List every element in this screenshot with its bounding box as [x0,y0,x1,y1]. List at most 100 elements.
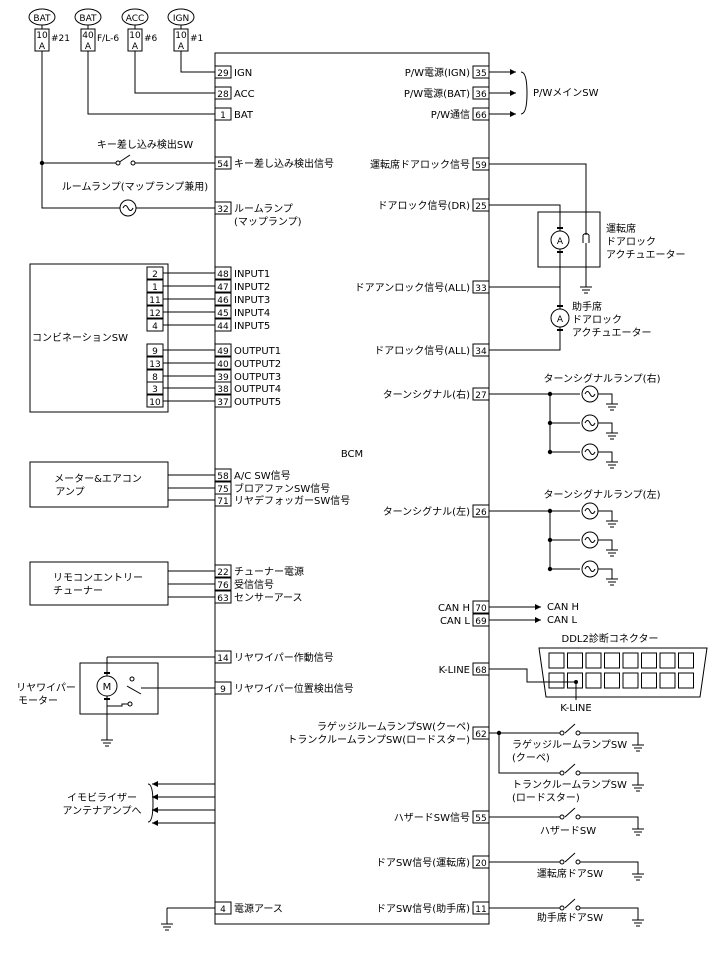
comb-sw-input-terminal: 2 [146,266,215,280]
switch-row [489,852,644,881]
bcm-right-pins: 35P/W電源(IGN)36P/W電源(BAT)66P/W通信59運転席ドアロッ… [287,65,490,915]
pin-name: BAT [234,110,254,121]
pin-number: 46 [217,296,229,306]
pin-name: CAN H [438,603,470,614]
svg-text:A: A [132,42,139,52]
comb-sw-output-terminal: 13 [146,356,215,370]
pin-name: INPUT4 [234,308,270,319]
pin-name: ラゲッジルームランプSW(クーペ) [317,721,470,733]
pin-name: P/W通信 [431,109,470,121]
trunk-sw-label-1: トランクルームランプSW [512,779,627,791]
svg-text:1: 1 [152,283,158,293]
svg-text:12: 12 [149,309,160,319]
comb-sw-input-terminal: 1 [146,279,215,293]
pin-name: 受信信号 [234,579,274,591]
svg-text:8: 8 [152,373,158,383]
power-source-bat-21: BAT 10 A #21 [28,8,70,52]
bcm-pin-25: 25 ドアロック信号(DR) [378,198,490,212]
immobilizer-label-1: イモビライザー [67,792,137,804]
bcm-label: BCM [341,449,363,460]
turn-lamp-left-label: ターンシグナルランプ(左) [543,488,660,501]
turn-lamp-bulb [547,443,618,469]
pin-number: 25 [475,202,486,212]
pin-name: ドアロック信号(ALL) [374,345,470,357]
pin-name: OUTPUT4 [234,384,281,395]
remote-tuner-label-1: リモコンエントリー [53,573,143,584]
pin-number: 49 [217,347,229,357]
pin-number: 63 [217,594,228,604]
comb-sw-output-terminal: 9 [146,343,215,357]
bcm-ground [161,907,215,931]
svg-text:10: 10 [129,31,141,41]
pin-number: 1 [220,111,226,121]
pin-name: A/C SW信号 [234,470,291,482]
switch-row [489,807,644,836]
bcm-pin-22: 22 チューナー電源 [214,564,304,578]
pin-number: 37 [217,398,228,408]
pin-number: 11 [475,905,486,915]
immobilizer-label-2: アンテナアンプへ [63,805,142,817]
pin-name: 電源アース [234,902,283,915]
pin-number: 48 [217,270,229,280]
pin-name: キー差し込み検出信号 [234,157,334,170]
pin-number: 39 [217,373,229,383]
svg-text:40: 40 [82,31,94,41]
passenger-door-sw-label: 助手席ドアSW [537,911,603,924]
pin-name: センサーアース [234,592,303,604]
pin-number: 20 [475,859,487,869]
pin-number: 9 [220,685,226,695]
svg-text:10: 10 [175,31,187,41]
remote-tuner-label-2: チューナー [53,585,103,597]
trunk-sw-label-2: (ロードスター) [512,792,580,804]
comb-sw-output-terminal: 10 [146,394,215,408]
driver-door-sw-label: 運転席ドアSW [537,867,603,880]
svg-text:A: A [557,315,564,325]
pin-name: INPUT5 [234,321,270,332]
svg-text:ACC: ACC [126,14,145,24]
pin-name: OUTPUT2 [234,359,281,370]
bcm-pin-63: 63 センサーアース [214,590,303,604]
pin-name: 運転席ドアロック信号 [370,158,470,171]
immobilizer-arrows [147,781,215,826]
turn-lamp-bulb [547,502,618,528]
luggage-sw-label-1: ラゲッジルームランプSW [512,739,627,751]
pin-name: ブロアファンSW信号 [234,482,330,495]
k-line-label: K-LINE [560,703,591,714]
ddl2-label: DDL2診断コネクター [562,632,659,645]
turn-lamp-left-group [489,502,618,586]
pin-number: 35 [475,69,486,79]
bcm-pin-68: 68K-LINE [439,662,490,676]
hazard-sw-label: ハザードSW [540,825,596,837]
pin-name: ターンシグナル(左) [383,505,470,518]
pin-name: ドアロック信号(DR) [378,200,471,212]
pin-number: 22 [217,568,228,578]
pin-name: チューナー電源 [234,565,304,578]
pin-number: 27 [475,391,486,401]
turn-lamp-bulb [547,385,618,411]
pin-name: P/W電源(BAT) [404,87,470,100]
svg-text:A: A [178,42,185,52]
svg-text:F/L-6: F/L-6 [97,34,119,44]
pin-number: 32 [217,205,228,215]
pw-main-sw-label: P/WメインSW [533,88,599,99]
svg-text:BAT: BAT [33,14,51,24]
svg-text:10: 10 [36,31,48,41]
comb-sw-output-terminal: 3 [146,381,215,395]
pin-name: ACC [234,89,255,100]
switch-rows [489,807,644,927]
svg-text:M: M [103,682,112,693]
power-source-ign: IGN 10 A #1 [167,8,203,52]
